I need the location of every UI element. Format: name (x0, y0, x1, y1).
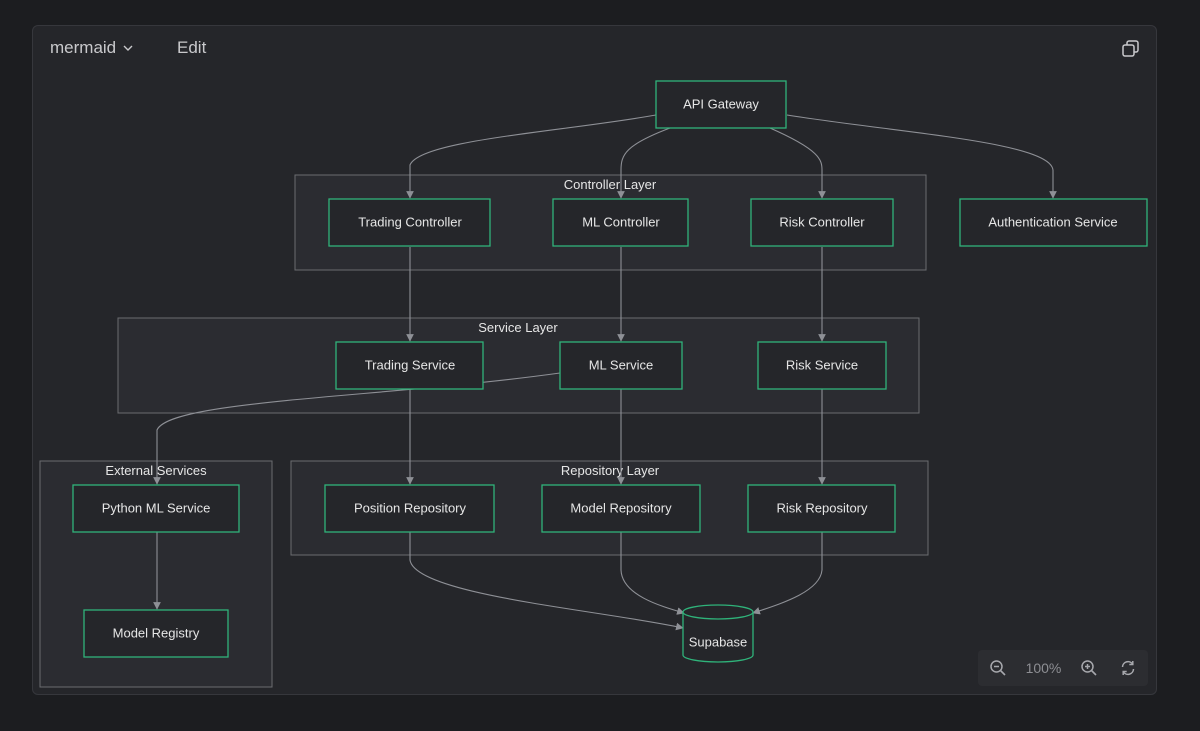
copy-icon (1122, 40, 1139, 57)
svg-text:Model Repository: Model Repository (570, 500, 672, 515)
subgraph-title: External Services (105, 463, 207, 478)
svg-text:Position Repository: Position Repository (354, 500, 466, 515)
svg-text:Authentication Service: Authentication Service (988, 214, 1117, 229)
svg-text:ML Service: ML Service (589, 357, 654, 372)
node-trading-controller[interactable]: Trading Controller (328, 198, 491, 247)
node-risk-service[interactable]: Risk Service (757, 341, 887, 390)
zoom-in-button[interactable] (1078, 657, 1100, 679)
edge-risk-repo-supabase (752, 532, 823, 615)
zoom-out-button[interactable] (987, 657, 1009, 679)
edge-gateway-auth-service (786, 114, 1057, 199)
svg-text:Trading Controller: Trading Controller (358, 214, 462, 229)
zoom-controls: 100% (978, 650, 1148, 686)
node-authentication-service[interactable]: Authentication Service (959, 198, 1148, 247)
node-api-gateway[interactable]: API Gateway (655, 80, 787, 129)
language-dropdown[interactable]: mermaid (50, 38, 134, 58)
zoom-out-icon (989, 660, 1006, 676)
svg-text:Risk Service: Risk Service (786, 357, 858, 372)
svg-text:Risk Repository: Risk Repository (776, 500, 868, 515)
node-risk-repository[interactable]: Risk Repository (747, 484, 896, 533)
zoom-in-icon (1081, 660, 1097, 676)
svg-text:API Gateway: API Gateway (683, 96, 759, 111)
node-model-registry[interactable]: Model Registry (83, 609, 229, 658)
subgraph-title: Repository Layer (561, 463, 660, 478)
chevron-down-icon (123, 45, 133, 51)
refresh-icon (1122, 660, 1135, 676)
subgraph-title: Controller Layer (564, 177, 657, 192)
node-ml-service[interactable]: ML Service (559, 341, 683, 390)
node-model-repository[interactable]: Model Repository (541, 484, 701, 533)
language-label: mermaid (50, 38, 117, 57)
svg-text:Supabase: Supabase (689, 634, 748, 649)
node-risk-controller[interactable]: Risk Controller (750, 198, 894, 247)
node-python-ml-service[interactable]: Python ML Service (72, 484, 240, 533)
svg-text:Python ML Service: Python ML Service (102, 500, 211, 515)
node-supabase[interactable]: Supabase (682, 604, 754, 663)
edges (153, 114, 1057, 631)
edge-gateway-risk-controller (769, 127, 826, 199)
node-position-repository[interactable]: Position Repository (324, 484, 495, 533)
svg-text:Risk Controller: Risk Controller (779, 214, 865, 229)
edit-button[interactable]: Edit (177, 38, 207, 57)
edge-gateway-ml-controller (617, 127, 671, 199)
node-trading-service[interactable]: Trading Service (335, 341, 484, 390)
edge-model-repo-supabase (620, 532, 685, 615)
edge-gateway-trading-controller (406, 114, 657, 199)
copy-button[interactable] (1120, 38, 1142, 60)
edge-position-repo-supabase (409, 532, 684, 631)
reset-view-button[interactable] (1117, 657, 1139, 679)
subgraph-title: Service Layer (478, 320, 558, 335)
svg-text:ML Controller: ML Controller (582, 214, 660, 229)
svg-text:Trading Service: Trading Service (365, 357, 456, 372)
zoom-level: 100% (1025, 660, 1062, 676)
node-ml-controller[interactable]: ML Controller (552, 198, 689, 247)
svg-text:Model Registry: Model Registry (113, 625, 200, 640)
